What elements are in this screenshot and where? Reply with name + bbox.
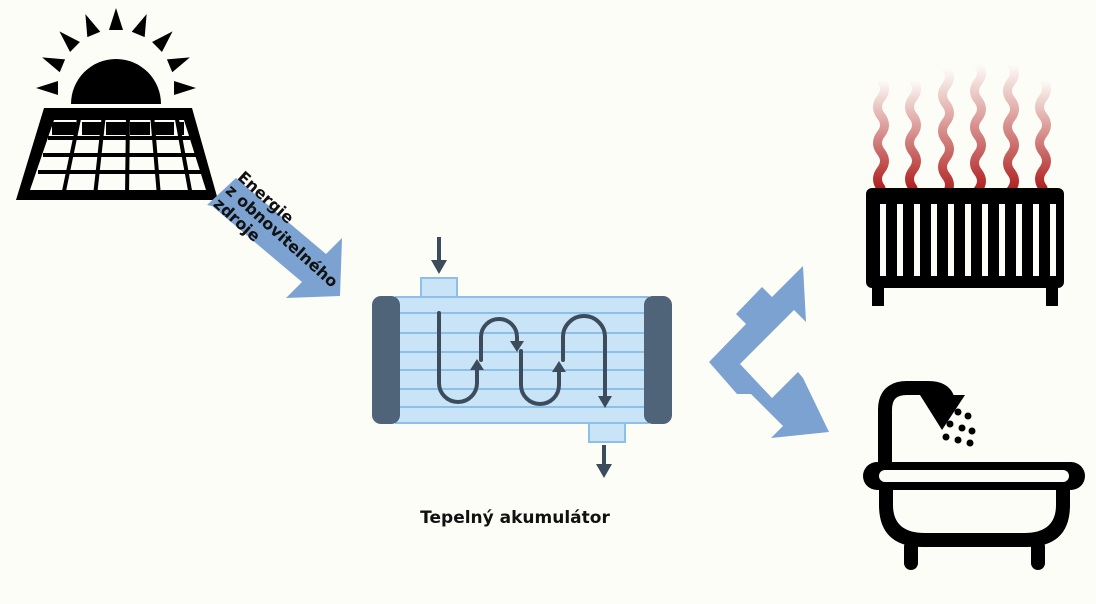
tank-inlet-arrow bbox=[431, 237, 447, 274]
radiator-icon bbox=[866, 59, 1064, 306]
tank-coil bbox=[437, 311, 607, 406]
bathtub-shower-icon bbox=[863, 381, 1085, 570]
outflow-split-arrow bbox=[709, 266, 829, 438]
inflow-arrow bbox=[207, 178, 342, 298]
tank-outlet-arrow bbox=[596, 445, 612, 478]
thermal-tank bbox=[372, 237, 672, 478]
solar-panel-icon bbox=[16, 8, 218, 200]
tank-caption: Tepelný akumulátor bbox=[420, 508, 610, 528]
